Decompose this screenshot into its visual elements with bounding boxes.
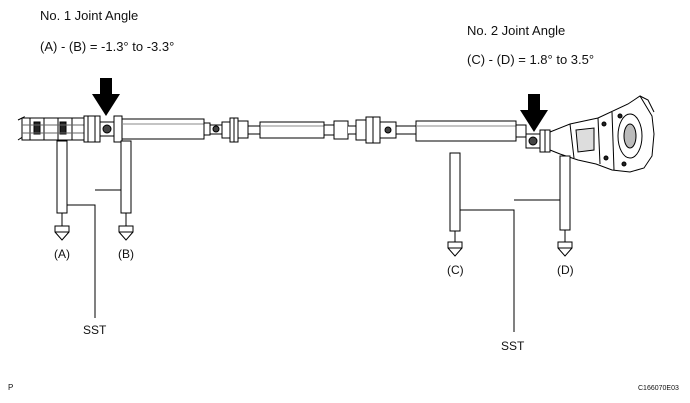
front-tube [121, 118, 211, 140]
sst-leader-right [460, 199, 560, 332]
rear-tube [415, 120, 527, 142]
transmission-output [17, 115, 85, 141]
sst-leader-left [67, 189, 121, 318]
center-tube [247, 121, 335, 139]
gauge-b [118, 140, 134, 241]
figure-code: C166070E03 [638, 385, 679, 392]
arrow-joint1 [92, 78, 120, 116]
universal-joint-2 [525, 129, 551, 153]
sst-label-right: SST [501, 339, 525, 353]
intermediate-joint-1 [209, 117, 249, 143]
gauge-d-label: (D) [557, 263, 574, 277]
joint1-label-group: No. 1 Joint Angle (A) - (B) = -1.3° to -… [40, 8, 174, 54]
corner-mark: P [8, 383, 13, 392]
gauge-d [557, 155, 573, 257]
joint2-title: No. 2 Joint Angle [467, 23, 565, 38]
joint2-equation: (C) - (D) = 1.8° to 3.5° [467, 52, 594, 67]
joint1-equation: (A) - (B) = -1.3° to -3.3° [40, 39, 174, 54]
gauge-a-label: (A) [54, 247, 70, 261]
joint2-label-group: No. 2 Joint Angle (C) - (D) = 1.8° to 3.… [467, 23, 594, 67]
gauge-c-label: (C) [447, 263, 464, 277]
universal-joint-1 [83, 115, 123, 143]
gauge-b-label: (B) [118, 247, 134, 261]
differential [549, 95, 655, 173]
driveshaft [17, 95, 655, 173]
sst-label-left: SST [83, 323, 107, 337]
joint1-title: No. 1 Joint Angle [40, 8, 138, 23]
arrow-joint2 [520, 94, 548, 132]
center-bearing [333, 116, 417, 144]
gauge-c [447, 152, 463, 257]
gauge-a [54, 140, 70, 241]
